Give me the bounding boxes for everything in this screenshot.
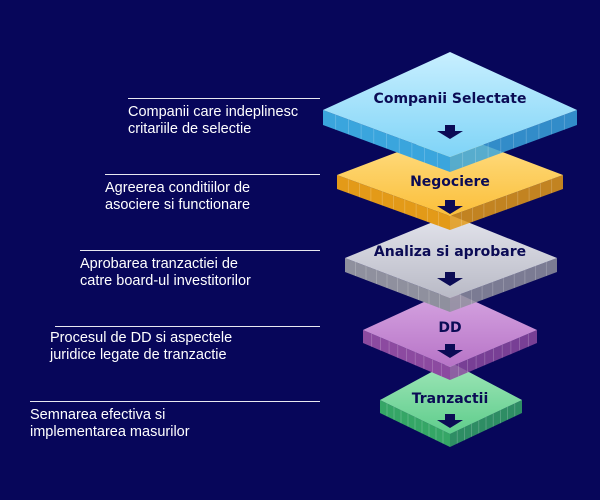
- description-line: implementarea masurilor: [30, 424, 190, 440]
- layer-label: DD: [438, 320, 461, 336]
- layer-side-right: [450, 330, 537, 380]
- layer-label: Analiza si aprobare: [374, 244, 526, 260]
- description-line: critariile de selectie: [128, 121, 252, 137]
- layer-side-left: [363, 330, 450, 380]
- layer-label: Companii Selectate: [374, 91, 527, 107]
- layer-label: Tranzactii: [412, 391, 489, 407]
- description-line: juridice legate de tranzactie: [50, 347, 227, 363]
- description-line: catre board-ul investitorilor: [80, 273, 251, 289]
- connector-line: [80, 250, 320, 251]
- layer-side-left: [337, 175, 450, 230]
- description-line: Companii care indeplinesc: [128, 104, 299, 120]
- description-line: Procesul de DD si aspectele: [50, 330, 233, 346]
- layer-side-right: [450, 258, 557, 312]
- layer-top-face: [323, 52, 577, 157]
- layer-top-face: [363, 290, 537, 367]
- layer-top-face: [380, 362, 522, 434]
- layer-side-left: [380, 400, 450, 447]
- layer-label: Negociere: [410, 174, 490, 190]
- arrow-down-icon: [437, 200, 463, 214]
- layer-5: Tranzactii: [380, 362, 522, 447]
- layer-side-right: [450, 400, 522, 447]
- layer-side-left: [323, 110, 450, 172]
- description-line: asociere si functionare: [105, 197, 251, 213]
- connector-line: [128, 98, 320, 99]
- connector-line: [55, 326, 320, 327]
- layer-side-right: [450, 110, 577, 172]
- layer-3: Analiza si aprobare: [345, 215, 557, 312]
- layer-top-face: [345, 215, 557, 298]
- arrow-down-icon: [437, 125, 463, 139]
- layer-1: Companii Selectate: [323, 52, 577, 172]
- connector-line: [30, 401, 320, 402]
- connector-line: [105, 174, 320, 175]
- description-line: Aprobarea tranzactiei de: [80, 256, 238, 272]
- description-line: Agreerea conditiilor de: [105, 180, 251, 196]
- layer-top-face: [337, 132, 563, 216]
- layer-2: Negociere: [337, 132, 563, 230]
- layer-side-left: [345, 258, 450, 312]
- arrow-down-icon: [437, 344, 463, 358]
- layer-4: DD: [363, 290, 537, 380]
- arrow-down-icon: [437, 414, 463, 428]
- description-line: Semnarea efectiva si: [30, 407, 166, 423]
- layer-side-right: [450, 175, 563, 230]
- arrow-down-icon: [437, 272, 463, 286]
